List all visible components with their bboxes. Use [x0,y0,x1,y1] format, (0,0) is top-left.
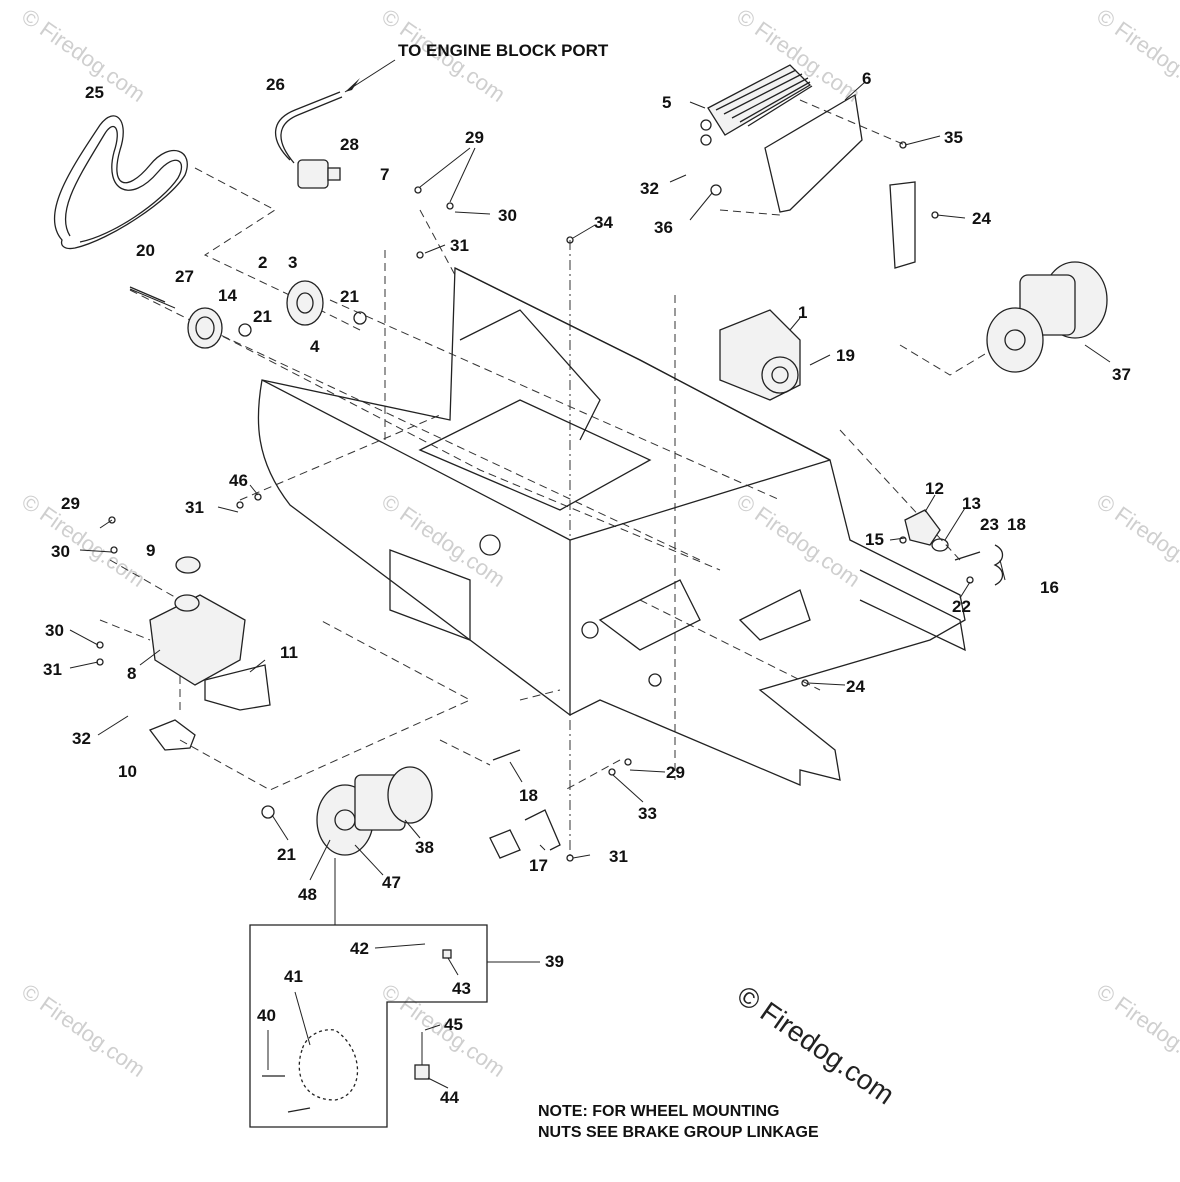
cooler-bracket [764,93,916,269]
label-30: 30 [51,542,70,561]
label-21: 21 [253,307,272,326]
watermark: © Firedog.com [732,489,865,592]
hose-assembly [274,59,396,189]
label-29: 29 [465,128,484,147]
label-24: 24 [846,677,865,696]
hydraulic-pump [719,309,801,401]
tension-arm [904,509,1004,586]
label-5: 5 [662,93,671,112]
label-46: 46 [229,471,248,490]
pulley-14 [187,307,223,349]
label-40: 40 [257,1006,276,1025]
label-48: 48 [298,885,317,904]
leader-lines [69,81,1111,1089]
label-31: 31 [43,660,62,679]
label-43: 43 [452,979,471,998]
callout-engine-block-port: TO ENGINE BLOCK PORT [398,41,609,60]
label-24: 24 [972,209,991,228]
label-7: 7 [380,165,389,184]
label-34: 34 [594,213,613,232]
watermark-main: © Firedog.com [732,980,901,1111]
coupling-17 [489,809,561,859]
label-21: 21 [277,845,296,864]
label-31: 31 [609,847,628,866]
label-47: 47 [382,873,401,892]
watermark: © Firedog.com [17,979,150,1082]
label-20: 20 [136,241,155,260]
hydraulic-reservoir [149,556,246,686]
oil-cooler [700,64,813,146]
label-30: 30 [45,621,64,640]
label-45: 45 [444,1015,463,1034]
label-29: 29 [666,763,685,782]
label-27: 27 [175,267,194,286]
label-6: 6 [862,69,871,88]
label-44: 44 [440,1088,459,1107]
detail-inset [249,858,540,1128]
watermark: © Firedog.com [17,489,150,592]
label-14: 14 [218,286,237,305]
label-9: 9 [146,541,155,560]
label-22: 22 [952,597,971,616]
hardware [96,141,981,862]
wheel-motor-37 [986,261,1108,373]
label-2: 2 [258,253,267,272]
label-23: 23 [980,515,999,534]
label-33: 33 [638,804,657,823]
label-10: 10 [118,762,137,781]
label-32: 32 [72,729,91,748]
label-28: 28 [340,135,359,154]
watermark: © Firedog.com [1092,489,1180,592]
label-36: 36 [654,218,673,237]
watermark: © Firedog.com [17,4,150,107]
label-39: 39 [545,952,564,971]
label-15: 15 [865,530,884,549]
label-31: 31 [450,236,469,255]
label-4: 4 [310,337,320,356]
label-8: 8 [127,664,136,683]
label-3: 3 [288,253,297,272]
drive-belt [53,115,188,250]
label-11: 11 [280,643,298,662]
label-42: 42 [350,939,369,958]
watermark: © Firedog.com [1092,979,1180,1082]
label-41: 41 [284,967,303,986]
wheel-motor-38 [316,766,433,856]
note-line-2: NUTS SEE BRAKE GROUP LINKAGE [538,1124,819,1141]
label-26: 26 [266,75,285,94]
label-31: 31 [185,498,204,517]
label-32: 32 [640,179,659,198]
watermark: © Firedog.com [1092,4,1180,107]
label-17: 17 [529,856,548,875]
label-38: 38 [415,838,434,857]
label-13: 13 [962,494,981,513]
label-21: 21 [340,287,359,306]
label-30: 30 [498,206,517,225]
label-18: 18 [519,786,538,805]
bracket-10 [148,719,196,751]
label-16: 16 [1040,578,1059,597]
label-29: 29 [61,494,80,513]
label-25: 25 [85,83,104,102]
note-line-1: NOTE: FOR WHEEL MOUNTING [538,1103,779,1120]
label-19: 19 [836,346,855,365]
part-labels: 25 26 28 7 29 30 31 5 6 35 32 36 24 34 2… [43,69,1131,1107]
label-1: 1 [798,303,807,322]
label-35: 35 [944,128,963,147]
label-37: 37 [1112,365,1131,384]
main-frame [257,266,966,786]
pulley-2 [129,280,324,326]
watermark: © Firedog.com [377,489,510,592]
label-12: 12 [925,479,944,498]
label-18: 18 [1007,515,1026,534]
